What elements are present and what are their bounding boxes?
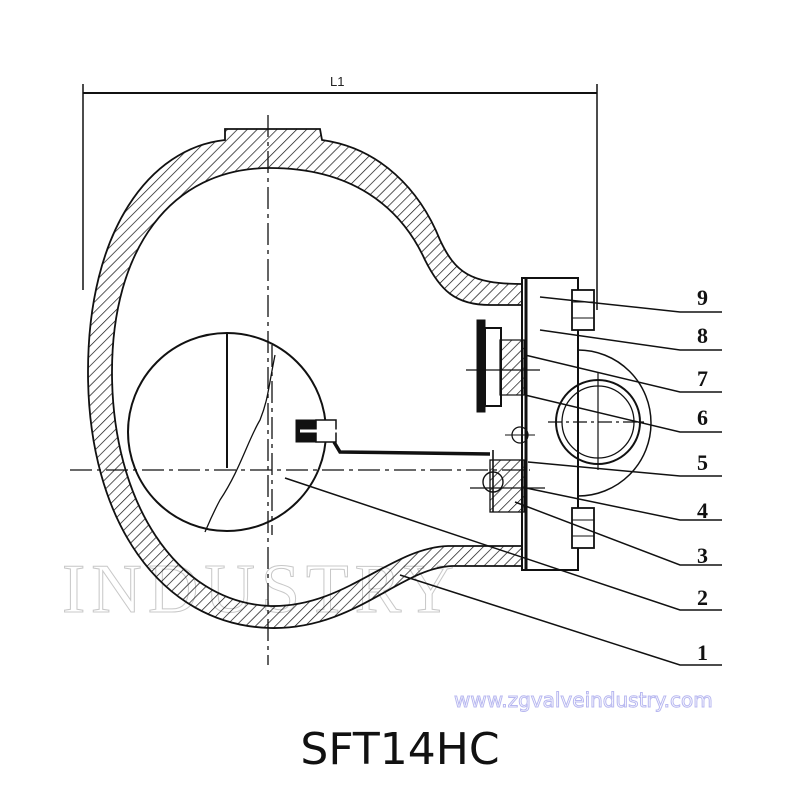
part-label-4: 4 — [697, 498, 708, 523]
model-title: SFT14HC — [300, 724, 500, 775]
part-label-3: 3 — [697, 543, 708, 568]
website-url-watermark: www.zgvalveindustry.com — [454, 688, 714, 713]
dimension-label: L1 — [330, 74, 344, 89]
part-label-8: 8 — [697, 323, 708, 348]
part-label-2: 2 — [697, 585, 708, 610]
part-label-1: 1 — [697, 640, 708, 665]
part-label-7: 7 — [697, 366, 708, 391]
part-labels: 9 8 7 6 5 4 3 2 1 — [697, 285, 708, 665]
leader-lines — [284, 296, 722, 666]
float-ball — [127, 332, 491, 533]
center-lines — [70, 115, 530, 665]
air-vent-assembly — [466, 319, 540, 413]
cover-flange — [505, 277, 652, 571]
part-label-5: 5 — [697, 450, 708, 475]
part-label-9: 9 — [697, 285, 708, 310]
part-label-6: 6 — [697, 405, 708, 430]
dimension-l1: L1 — [82, 74, 598, 310]
